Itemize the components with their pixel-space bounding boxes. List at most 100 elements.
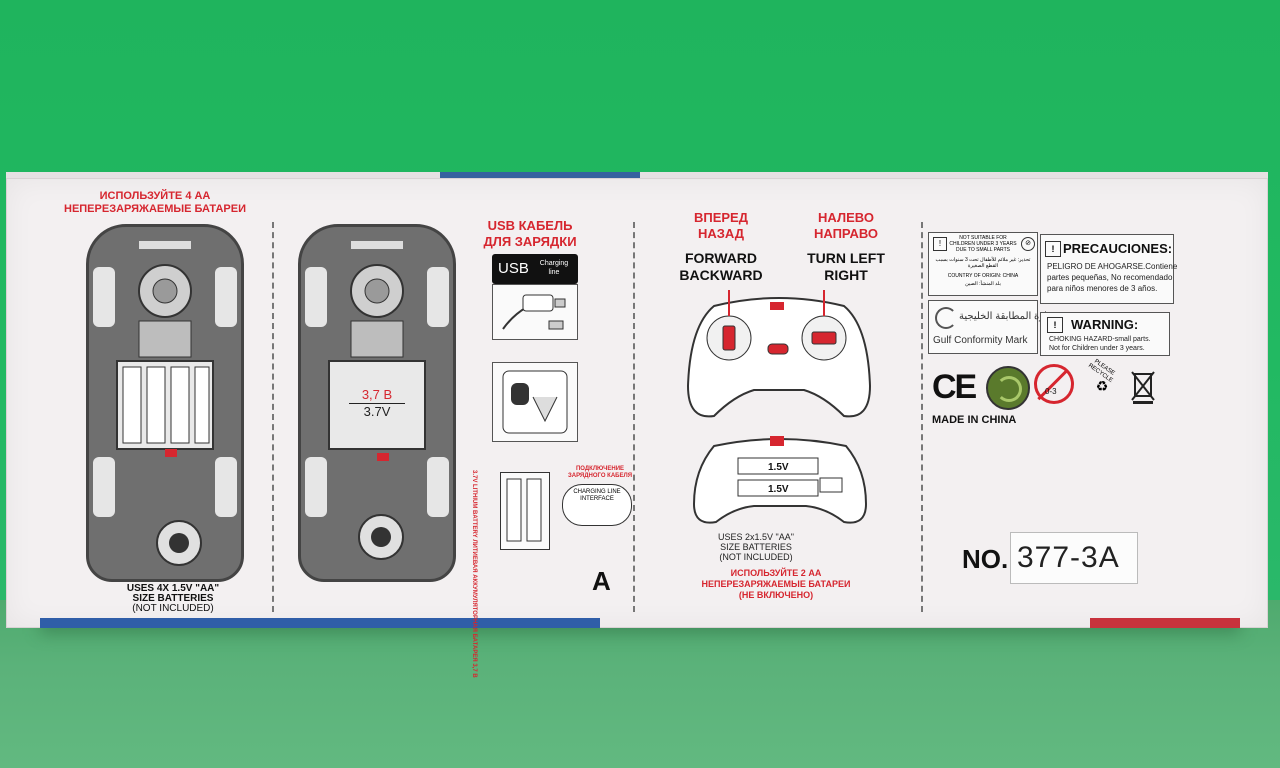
battery-voltage-en: 3.7V: [349, 403, 405, 420]
model-number-prefix: NO.: [962, 544, 1009, 574]
controller-ru-line3: (НЕ ВКЛЮЧЕНО): [738, 590, 814, 600]
please-recycle-icon: ♻ PLEASE RECYCLE: [1080, 359, 1124, 408]
age-restriction-icon: 0-3: [1034, 364, 1074, 404]
left-heading-line1: ИСПОЛЬЗУЙТЕ 4 АА: [99, 190, 211, 202]
ce-mark-icon: CE: [932, 368, 977, 406]
usb-badge-text: USB: [498, 260, 529, 277]
controller-ru-line2: НЕПЕРЕЗАРЯЖАЕМЫЕ БАТАРЕИ: [701, 579, 851, 589]
controller-ru-line1: ИСПОЛЬЗУЙТЕ 2 АА: [730, 568, 822, 578]
warning-text: CHOKING HAZARD-small parts. Not for Chil…: [1049, 335, 1151, 353]
left-footer: USES 4X 1.5V "AA" SIZE BATTERIES (NOT IN…: [108, 584, 238, 614]
controller-uses-line1: USES 2x1.5V "AA": [718, 532, 794, 542]
weee-bin-svg: [1131, 371, 1155, 404]
car-chassis-middle-detail: [305, 241, 449, 560]
no-small-parts-icon: ⊘: [1021, 237, 1035, 251]
warning-line1: CHOKING HAZARD-small parts.: [1049, 336, 1151, 343]
box-blue-strip: [40, 618, 600, 628]
charging-line-text: Charging line: [539, 260, 569, 276]
box-blue-corner: [440, 172, 640, 182]
lithium-line3: БАТАРЕЯ 3,7 В: [471, 633, 477, 678]
box-red-strip: [1090, 618, 1240, 628]
battery-voltage-label: 3,7 В 3.7V: [349, 387, 405, 420]
controller-uses-label: USES 2x1.5V "AA" SIZE BATTERIES (NOT INC…: [706, 532, 806, 562]
precauciones-box: ! PRECAUCIONES: PELIGRO DE AHOGARSE.Cont…: [1040, 234, 1177, 304]
usb-heading-line1: USB КАБЕЛЬ: [487, 218, 573, 233]
green-dot-recycle-icon: [986, 366, 1030, 410]
model-number-sticker: 377-3A: [1010, 532, 1138, 584]
panel-divider-2: [633, 222, 635, 612]
left-heading-line2: НЕПЕРЕЗАРЯЖАЕМЫЕ БАТАРЕИ: [64, 203, 246, 215]
left-footer-line1: USES 4X 1.5V "AA": [126, 583, 220, 594]
left-footer-line2: SIZE BATTERIES: [132, 593, 214, 604]
car-chassis-illustration-left: [86, 224, 244, 582]
not-suitable-line3: DUE TO SMALL PARTS: [956, 247, 1010, 253]
charging-interface-illustration: CHARGING LINE INTERFACE: [562, 484, 632, 526]
lithium-battery-label: 3.7V LITHIUM BATTERY ЛИТИЕВАЯ АККУМУЛЯТО…: [470, 470, 478, 678]
battery-voltage-ru: 3,7 В: [361, 387, 393, 402]
forward-backward-en: FORWARD BACKWARD: [666, 250, 776, 284]
warning-triangle-icon: !: [933, 237, 947, 251]
warning-title: WARNING:: [1071, 317, 1139, 332]
lithium-battery-illustration: [500, 472, 550, 550]
lithium-line1: 3.7V LITHIUM BATTERY: [471, 470, 477, 538]
controller-uses-line3: (NOT INCLUDED): [719, 552, 793, 562]
usb-heading: USB КАБЕЛЬ ДЛЯ ЗАРЯДКИ: [470, 218, 590, 250]
age-mark-text: 0-3: [1045, 387, 1057, 396]
backward-en: BACKWARD: [679, 267, 763, 283]
not-suitable-line1: NOT SUITABLE FOR: [959, 235, 1007, 241]
controller-back-illustration: [692, 436, 868, 524]
not-suitable-line2: CHILDREN UNDER 3 YEARS: [949, 241, 1017, 247]
warning-line2: Not for Children under 3 years.: [1049, 345, 1145, 352]
not-suitable-text: NOT SUITABLE FOR CHILDREN UNDER 3 YEARS …: [947, 235, 1019, 253]
forward-backward-ru: ВПЕРЕД НАЗАД: [676, 210, 766, 242]
left-footer-line3: (NOT INCLUDED): [132, 603, 214, 614]
interface-line1: CHARGING LINE: [573, 489, 621, 495]
usb-cable-illustration: [492, 284, 578, 340]
right-ru: НАПРАВО: [813, 226, 879, 241]
backward-ru: НАЗАД: [697, 226, 745, 241]
precauciones-line3: para niños menores de 3 años.: [1047, 284, 1158, 293]
panel-letter-a: A: [592, 566, 611, 596]
controller-battery2-label: 1.5V: [768, 484, 789, 495]
warning-icon: !: [1047, 317, 1063, 333]
gulf-mark-icon: [935, 307, 957, 329]
precauciones-line2: partes pequeñas, No recomendado: [1047, 273, 1173, 282]
lithium-battery-icon: [506, 478, 542, 542]
connection-label: ПОДКЛЮЧЕНИЕ ЗАРЯДНОГО КАБЕЛЯ: [560, 466, 640, 480]
charging-interface-label: CHARGING LINE INTERFACE: [563, 489, 631, 503]
connection-line2: ЗАРЯДНОГО КАБЕЛЯ: [567, 473, 633, 479]
recycle-arrows-icon: ♻: [1095, 378, 1109, 394]
warning-box: ! WARNING: CHOKING HAZARD-small parts. N…: [1040, 312, 1170, 356]
model-number-text: 377-3A: [1017, 541, 1120, 574]
right-en: RIGHT: [824, 267, 868, 283]
not-suitable-warning: ! ⊘ NOT SUITABLE FOR CHILDREN UNDER 3 YE…: [928, 232, 1038, 296]
battery-pack-icon: [502, 370, 568, 434]
country-of-origin-en: COUNTRY OF ORIGIN: CHINA: [947, 273, 1019, 279]
controller-uses-line2: SIZE BATTERIES: [720, 542, 792, 552]
controller-front-illustration: [686, 290, 872, 418]
weee-bin-icon: [1128, 366, 1158, 406]
green-floor: [0, 600, 1280, 768]
battery-pack-illustration: [492, 362, 578, 442]
precauciones-text: PELIGRO DE AHOGARSE.Contiene partes pequ…: [1047, 261, 1177, 294]
left-en: TURN LEFT: [807, 250, 885, 266]
left-right-ru: НАЛЕВО НАПРАВО: [796, 210, 896, 242]
made-in-china-label: MADE IN CHINA: [932, 414, 1017, 426]
usb-cable-icon: [502, 294, 566, 330]
forward-ru: ВПЕРЕД: [693, 210, 748, 225]
gulf-mark-en: Gulf Conformity Mark: [933, 335, 1028, 346]
arabic-warning-text: تحذير: غير ملائم للأطفال تحت 3 سنوات بسب…: [935, 257, 1031, 269]
panel-divider-1: [272, 222, 274, 612]
precauciones-warning-icon: !: [1045, 241, 1061, 257]
left-ru: НАЛЕВО: [818, 210, 874, 225]
interface-line2: INTERFACE: [580, 496, 614, 502]
connection-line1: ПОДКЛЮЧЕНИЕ: [575, 466, 625, 472]
precauciones-title: PRECAUCIONES:: [1063, 241, 1173, 256]
gulf-mark-ar: شارة المطابقة الخليجية: [959, 311, 1056, 322]
precauciones-line1: PELIGRO DE AHOGARSE.Contiene: [1047, 262, 1178, 271]
country-of-origin-ar: بلد المنشأ: الصين: [965, 281, 1001, 287]
panel-divider-3: [921, 222, 923, 612]
lithium-line2: ЛИТИЕВАЯ АККУМУЛЯТОРНАЯ: [471, 539, 477, 632]
usb-heading-line2: ДЛЯ ЗАРЯДКИ: [483, 234, 577, 249]
gulf-conformity-mark: شارة المطابقة الخليجية Gulf Conformity M…: [928, 300, 1056, 354]
